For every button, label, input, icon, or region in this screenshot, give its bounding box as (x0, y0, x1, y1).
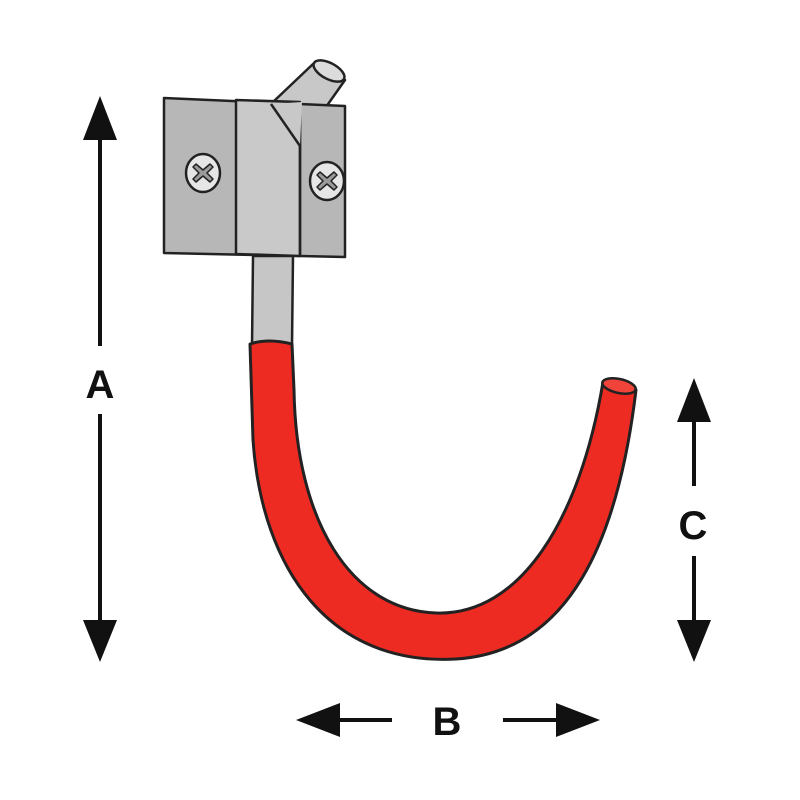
arrow-up-icon (677, 378, 711, 422)
dimension-b: B (296, 700, 600, 744)
hook-coating (248, 339, 638, 661)
dimension-c-label: C (679, 504, 708, 548)
dimension-b-label: B (433, 700, 462, 744)
utility-hook (162, 59, 638, 661)
hook-shank (250, 254, 295, 348)
arrow-left-icon (296, 703, 340, 737)
hook-tip (601, 377, 637, 395)
dimension-a: A (83, 96, 117, 662)
arrow-down-icon (677, 620, 711, 662)
arrow-down-icon (83, 620, 117, 662)
phillips-screw-icon (184, 152, 222, 194)
arrow-up-icon (83, 96, 117, 140)
phillips-screw-icon (308, 160, 346, 202)
dimension-a-label: A (86, 363, 115, 407)
dimension-c: C (677, 378, 711, 662)
arrow-right-icon (556, 703, 600, 737)
